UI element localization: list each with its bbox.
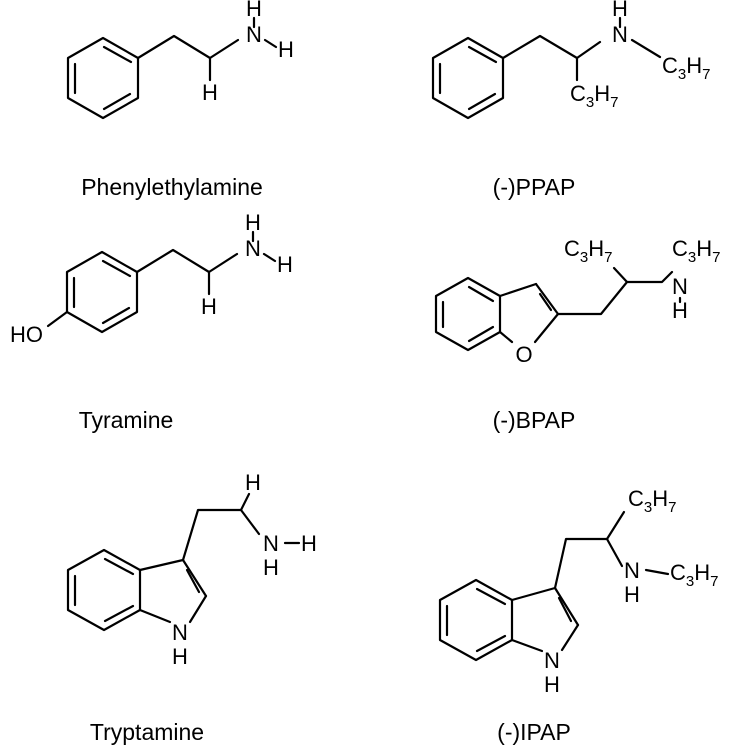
benzene-ring [431, 36, 505, 120]
propyl-backbone [553, 537, 624, 590]
atom-h-top: H [612, 0, 628, 21]
atom-h-top: H [245, 210, 261, 235]
molecule-tryptamine: N H H N H H Tryptamine [66, 470, 317, 745]
atom-n: N [672, 274, 688, 299]
propyl-group-n: C3H7 [670, 560, 718, 590]
indole-ring [66, 548, 208, 632]
propyl-group-c: C3H7 [628, 486, 676, 516]
atom-h-down: H [263, 555, 279, 580]
atom-n: N [245, 236, 261, 261]
molecule-name: Tryptamine [90, 719, 204, 745]
molecule-bpap: O N H C3H7 C3H7 (-)BPAP [434, 236, 720, 433]
ring-atom-h: H [172, 644, 188, 669]
benzene-ring [66, 36, 140, 120]
ethyl-chain [135, 248, 239, 274]
molecule-name: (-)BPAP [493, 407, 576, 433]
indole-ring [438, 578, 580, 662]
atom-h-top: H [246, 0, 262, 21]
propyl-backbone [501, 34, 602, 60]
molecule-name: Phenylethylamine [81, 174, 263, 200]
atom-o: O [515, 342, 532, 367]
benzofuran-ring [434, 276, 560, 352]
propyl-group-n: C3H7 [662, 53, 710, 83]
atom-h-right: H [277, 252, 293, 277]
atom-n: N [624, 558, 640, 583]
atom-ho: HO [10, 322, 43, 347]
atom-h-down: H [201, 294, 217, 319]
molecule-phenylethylamine: N H H H Phenylethylamine [66, 0, 294, 200]
molecule-name: (-)PPAP [493, 174, 576, 200]
atom-h-down: H [672, 298, 688, 323]
ethyl-chain [136, 34, 240, 60]
molecule-ipap: N H C3H7 N H C3H7 (-)IPAP [438, 486, 718, 745]
atom-h-right: H [278, 37, 294, 62]
molecule-name: (-)IPAP [497, 719, 571, 745]
propyl-group-n: C3H7 [672, 236, 720, 266]
molecule-ppap: N H C3H7 C3H7 (-)PPAP [431, 0, 710, 200]
bond-n-propyl [644, 568, 670, 576]
molecule-tyramine: HO N H H H Tyramine [10, 210, 293, 433]
atom-h-down: H [624, 582, 640, 607]
ring-atom-h: H [544, 672, 560, 697]
ring-atom-n: N [172, 620, 188, 645]
benzene-ring [65, 250, 139, 334]
bond-c-propyl [605, 510, 626, 541]
atom-n: N [612, 22, 628, 47]
bond-c-h [239, 492, 251, 512]
propyl-group-c: C3H7 [570, 81, 618, 111]
propyl-backbone [556, 270, 674, 316]
bond-c-propyl [612, 266, 629, 284]
atom-n: N [263, 531, 279, 556]
ring-atom-n: N [544, 648, 560, 673]
bond-n-propyl [630, 38, 662, 59]
propyl-group-c: C3H7 [564, 236, 612, 266]
bond-c-o [46, 310, 69, 328]
atom-h-top: H [245, 470, 261, 495]
atom-h-down: H [202, 80, 218, 105]
bond-n-h-right [263, 38, 278, 49]
atom-h-right: H [301, 531, 317, 556]
ethyl-chain [181, 508, 261, 562]
atom-n: N [246, 22, 262, 47]
bond-n-h-right [262, 252, 277, 263]
molecule-name: Tyramine [79, 407, 174, 433]
